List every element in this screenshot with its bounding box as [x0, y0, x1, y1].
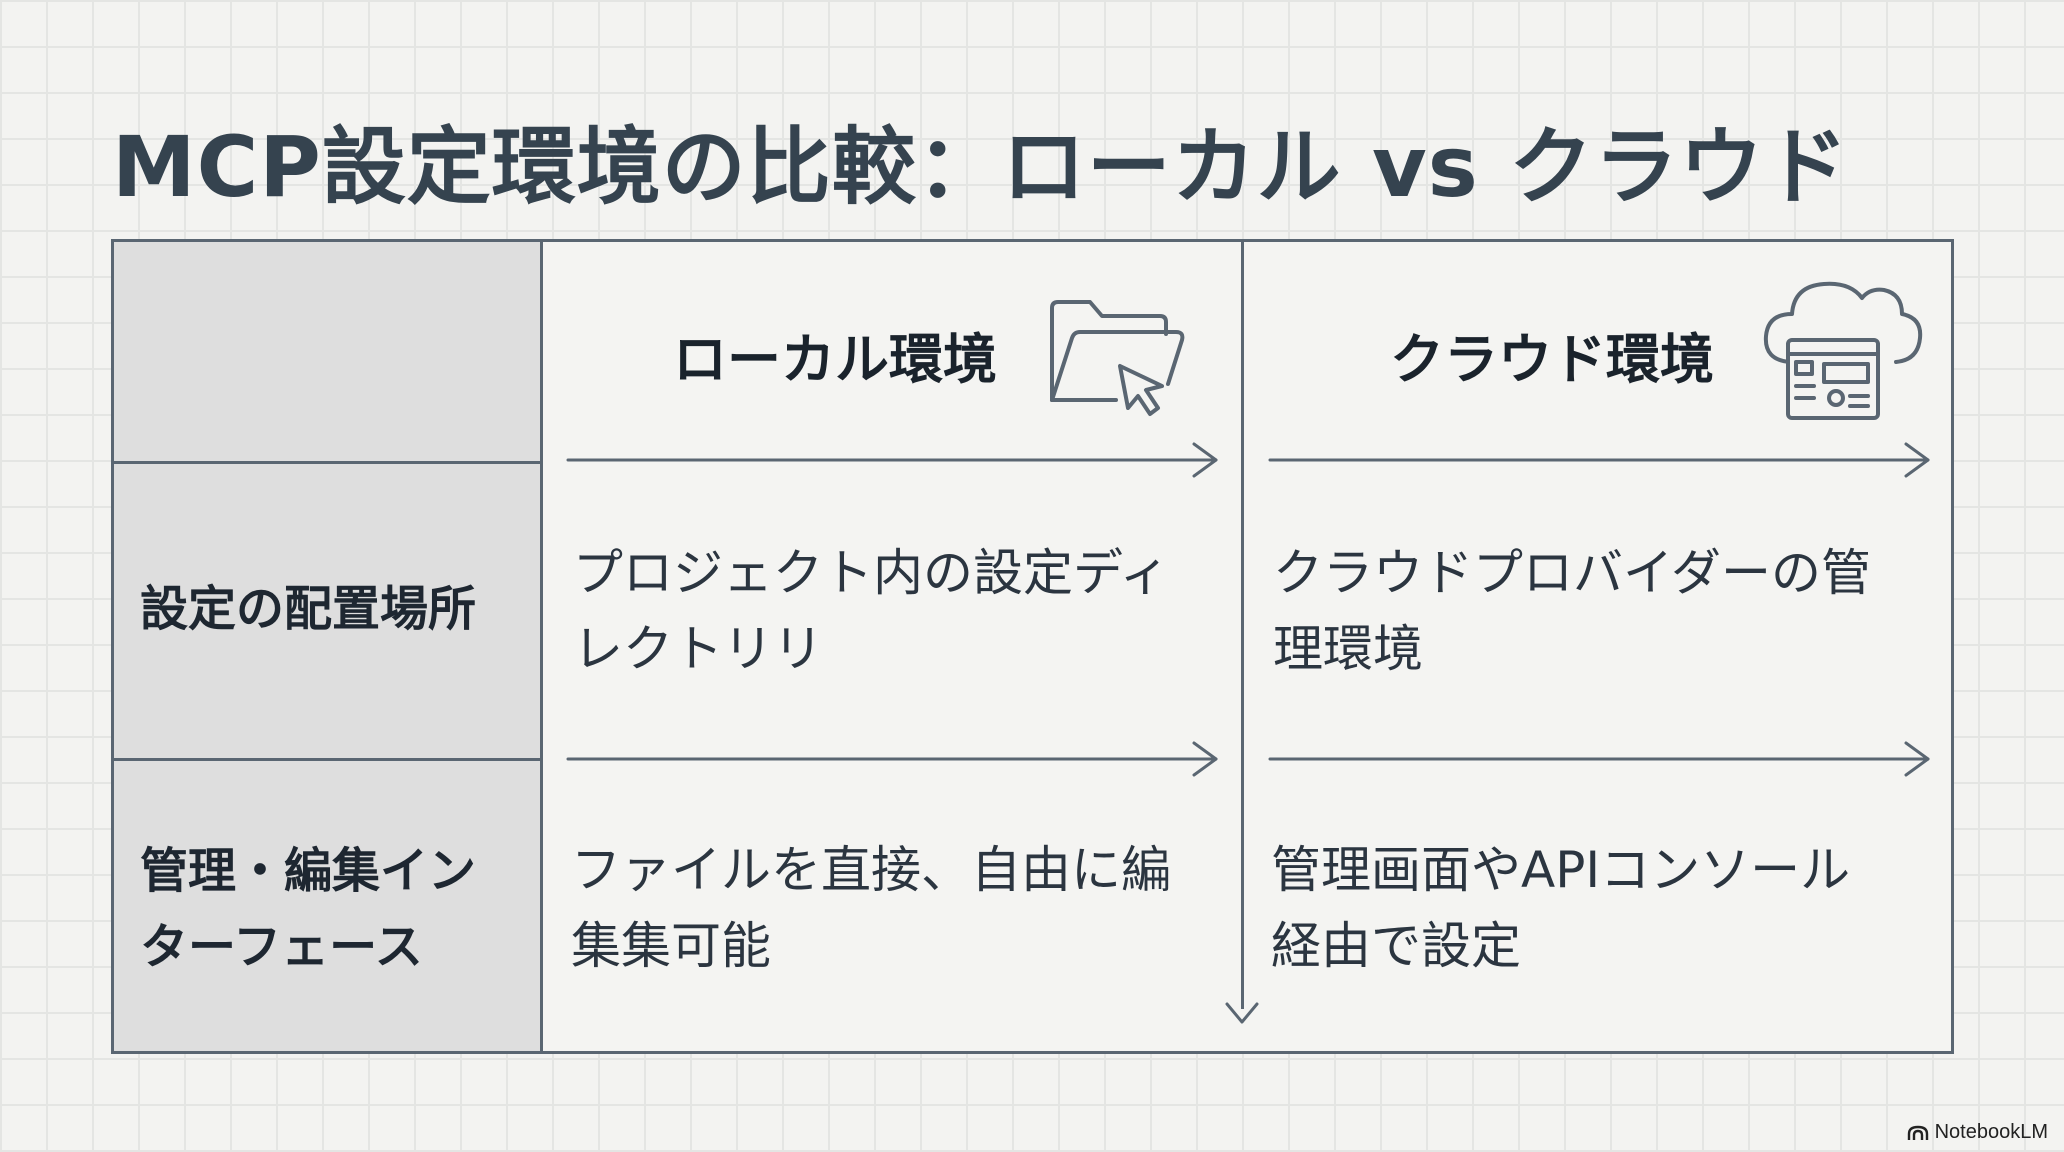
row-divider — [114, 461, 543, 464]
arrow-right-icon — [566, 741, 1218, 777]
slide-title: MCP設定環境の比較：ローカル vs クラウド — [112, 118, 1850, 216]
cell-cloud-location: クラウドプロバイダーの管 理環境 — [1273, 544, 1871, 678]
row-label-interface: 管理・編集イン ターフェース — [140, 843, 477, 975]
folder-cursor-icon — [1050, 300, 1185, 416]
row-divider — [114, 758, 543, 761]
cell-local-location: プロジェクト内の設定ディ レクトリリ — [573, 544, 1170, 678]
cloud-window-icon — [1763, 281, 1923, 420]
cell-local-interface: ファイルを直接、自由に編 集集可能 — [571, 841, 1171, 975]
column-header-local: ローカル環境 — [673, 328, 997, 391]
brand-label: NotebookLM — [1934, 1121, 2048, 1143]
column-divider — [1241, 239, 1244, 1009]
arrow-right-icon — [1268, 442, 1930, 478]
arrow-right-icon — [1268, 741, 1930, 777]
comparison-table: 設定の配置場所 管理・編集イン ターフェース — [111, 239, 1954, 1054]
row-label-column — [114, 242, 543, 1051]
row-label-location: 設定の配置場所 — [140, 581, 477, 637]
arrow-right-icon — [566, 442, 1218, 478]
brand-footer: NotebookLM — [1907, 1121, 2048, 1144]
notebooklm-logo-icon — [1907, 1125, 1928, 1140]
arrow-down-icon — [1225, 1002, 1259, 1024]
cell-cloud-interface: 管理画面やAPIコンソール 経由で設定 — [1271, 841, 1851, 975]
column-header-cloud: クラウド環境 — [1390, 328, 1714, 391]
